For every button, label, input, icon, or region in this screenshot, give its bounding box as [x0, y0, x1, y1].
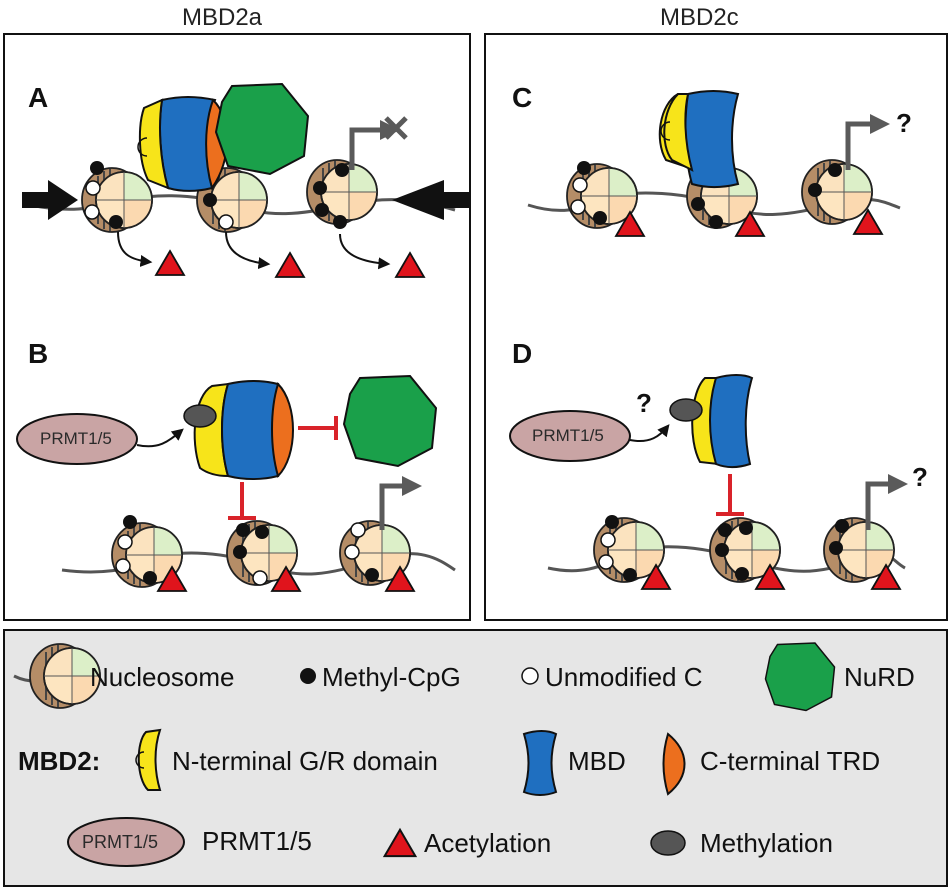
- legend-n-terminal: N-terminal G/R domain: [172, 746, 438, 776]
- legend-acetylation: Acetylation: [424, 828, 552, 858]
- legend-prmt-oval-text: PRMT1/5: [82, 832, 159, 852]
- legend-mbd: MBD: [568, 746, 626, 776]
- panel-c-diagram: [527, 90, 901, 237]
- panel-label-d: D: [512, 338, 533, 369]
- mbd2a-panel-box: [3, 33, 471, 621]
- panel-label-c: C: [512, 82, 533, 113]
- acetylation-icon: [395, 252, 425, 278]
- question-mark-d-prmt: ?: [636, 388, 652, 418]
- acetylation-icon: [155, 250, 185, 276]
- nurd-icon: [215, 83, 309, 175]
- methyl-cpg-dot: [300, 668, 316, 684]
- nurd-icon: [764, 642, 836, 712]
- column-title-mbd2c: MBD2c: [660, 4, 739, 31]
- panel-label-a: A: [28, 82, 49, 113]
- methylation-icon: [183, 404, 217, 428]
- legend-c-terminal: C-terminal TRD: [700, 746, 881, 776]
- mbd2c-panel-box: [484, 33, 948, 621]
- legend-icons: [13, 642, 836, 867]
- methylation-icon: [669, 398, 703, 422]
- prmt-label-d: PRMT1/5: [532, 426, 604, 445]
- legend-nurd: NuRD: [844, 662, 915, 692]
- panel-a-diagram: [22, 83, 470, 278]
- n-terminal-icon: [137, 728, 162, 791]
- prmt-oval: [16, 413, 138, 465]
- c-terminal-icon: [662, 732, 686, 796]
- nurd-icon: [343, 375, 437, 467]
- question-mark-c-tss: ?: [896, 108, 912, 138]
- question-mark-d-tss: ?: [912, 462, 928, 492]
- prmt-oval: [509, 410, 631, 462]
- legend-prmt: PRMT1/5: [202, 826, 312, 856]
- legend-nucleosome: Nucleosome: [90, 662, 235, 692]
- mbd-icon: [522, 730, 558, 796]
- prmt-legend-oval: [67, 817, 185, 867]
- legend-methylation: Methylation: [700, 828, 833, 858]
- prmt-label-b: PRMT1/5: [40, 429, 112, 448]
- panel-d-diagram: [509, 374, 908, 590]
- column-title-mbd2a: MBD2a: [182, 4, 263, 31]
- panel-b-diagram: [16, 375, 456, 592]
- legend-mbd2-label: MBD2:: [18, 746, 101, 776]
- unmodified-c-dot: [521, 667, 539, 685]
- acetylation-icon: [275, 252, 305, 278]
- legend-methyl-cpg: Methyl-CpG: [322, 662, 461, 692]
- legend-unmodified-c: Unmodified C: [545, 662, 703, 692]
- methylation-icon: [650, 830, 686, 856]
- panel-label-b: B: [28, 338, 49, 369]
